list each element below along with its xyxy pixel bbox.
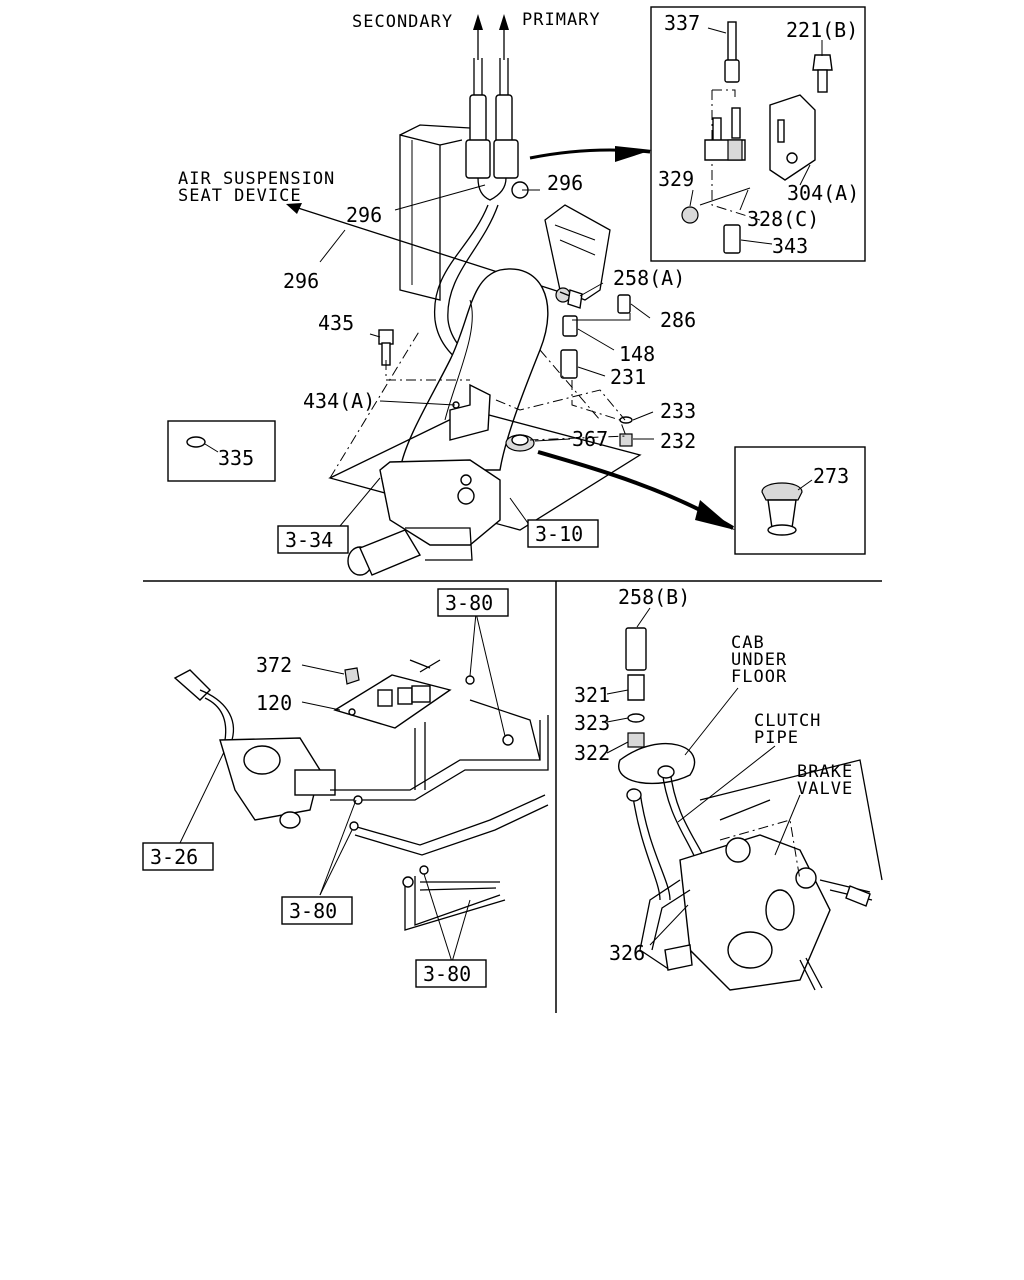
part-326-label: 326 — [609, 941, 645, 965]
part-323-label: 323 — [574, 711, 610, 735]
svg-text:3-80: 3-80 — [445, 591, 493, 615]
part-232-label: 232 — [660, 429, 696, 453]
top-assembly: SECONDARY PRIMARY AIR SUSPENSION SEAT DE… — [178, 10, 735, 576]
secondary-arrow — [473, 14, 483, 60]
cab-label: CAB — [731, 633, 765, 653]
primary-label: PRIMARY — [522, 10, 601, 30]
ref-3-80[interactable]: 3-80 — [437, 588, 509, 617]
part-435-label: 435 — [318, 311, 354, 335]
svg-text:3-26: 3-26 — [150, 845, 198, 869]
svg-text:3-10: 3-10 — [535, 522, 583, 546]
valve-label: VALVE — [797, 779, 853, 799]
part-372-label: 372 — [256, 653, 292, 677]
primary-arrow — [499, 14, 509, 60]
bottom-right-assembly: 258(B) 321 323 322 326 CAB UNDER FLOOR C… — [574, 585, 883, 991]
ref-3-10[interactable]: 3-10 — [527, 519, 599, 548]
part-335-label: 335 — [218, 446, 254, 470]
bottom-left-assembly: 372 120 3-80 3-26 3-80 3-80 — [142, 588, 549, 988]
part-120-label: 120 — [256, 691, 292, 715]
detail-box-sensor: 337 221(B) 329 304(A) 328(C) 343 — [650, 6, 866, 262]
part-328c-label: 328(C) — [747, 207, 819, 231]
part-233-label: 233 — [660, 399, 696, 423]
brake-label: BRAKE — [797, 762, 853, 782]
ref-3-26[interactable]: 3-26 — [142, 842, 214, 871]
part-343-label: 343 — [772, 234, 808, 258]
ref-3-80[interactable]: 3-80 — [281, 896, 353, 925]
air-suspension-arrow — [286, 203, 302, 214]
detail-box-335: 335 — [167, 420, 276, 482]
part-296-label: 296 — [283, 269, 319, 293]
part-148-label: 148 — [619, 342, 655, 366]
ref-3-80[interactable]: 3-80 — [415, 959, 487, 988]
pipe-label: PIPE — [754, 728, 799, 748]
part-286-label: 286 — [660, 308, 696, 332]
part-296-label: 296 — [346, 203, 382, 227]
part-258b-label: 258(B) — [618, 585, 690, 609]
part-321-label: 321 — [574, 683, 610, 707]
under-label: UNDER — [731, 650, 787, 670]
clutch-label: CLUTCH — [754, 711, 821, 731]
detail-box-273: 273 — [734, 446, 866, 555]
ref-3-34[interactable]: 3-34 — [277, 525, 349, 554]
part-304a-label: 304(A) — [787, 181, 859, 205]
part-337-label: 337 — [664, 11, 700, 35]
part-367-label: 367 — [572, 427, 608, 451]
air-suspension-label: AIR SUSPENSION — [178, 169, 335, 189]
part-322-label: 322 — [574, 741, 610, 765]
part-296-label: 296 — [547, 171, 583, 195]
floor-label: FLOOR — [731, 667, 787, 687]
svg-text:3-34: 3-34 — [285, 528, 333, 552]
svg-text:3-80: 3-80 — [423, 962, 471, 986]
svg-text:3-80: 3-80 — [289, 899, 337, 923]
part-273-label: 273 — [813, 464, 849, 488]
secondary-label: SECONDARY — [352, 12, 453, 32]
part-221b-label: 221(B) — [786, 18, 858, 42]
part-329-label: 329 — [658, 167, 694, 191]
part-434a-label: 434(A) — [303, 389, 375, 413]
seat-device-label: SEAT DEVICE — [178, 186, 302, 206]
part-258a-label: 258(A) — [613, 266, 685, 290]
part-231-label: 231 — [610, 365, 646, 389]
